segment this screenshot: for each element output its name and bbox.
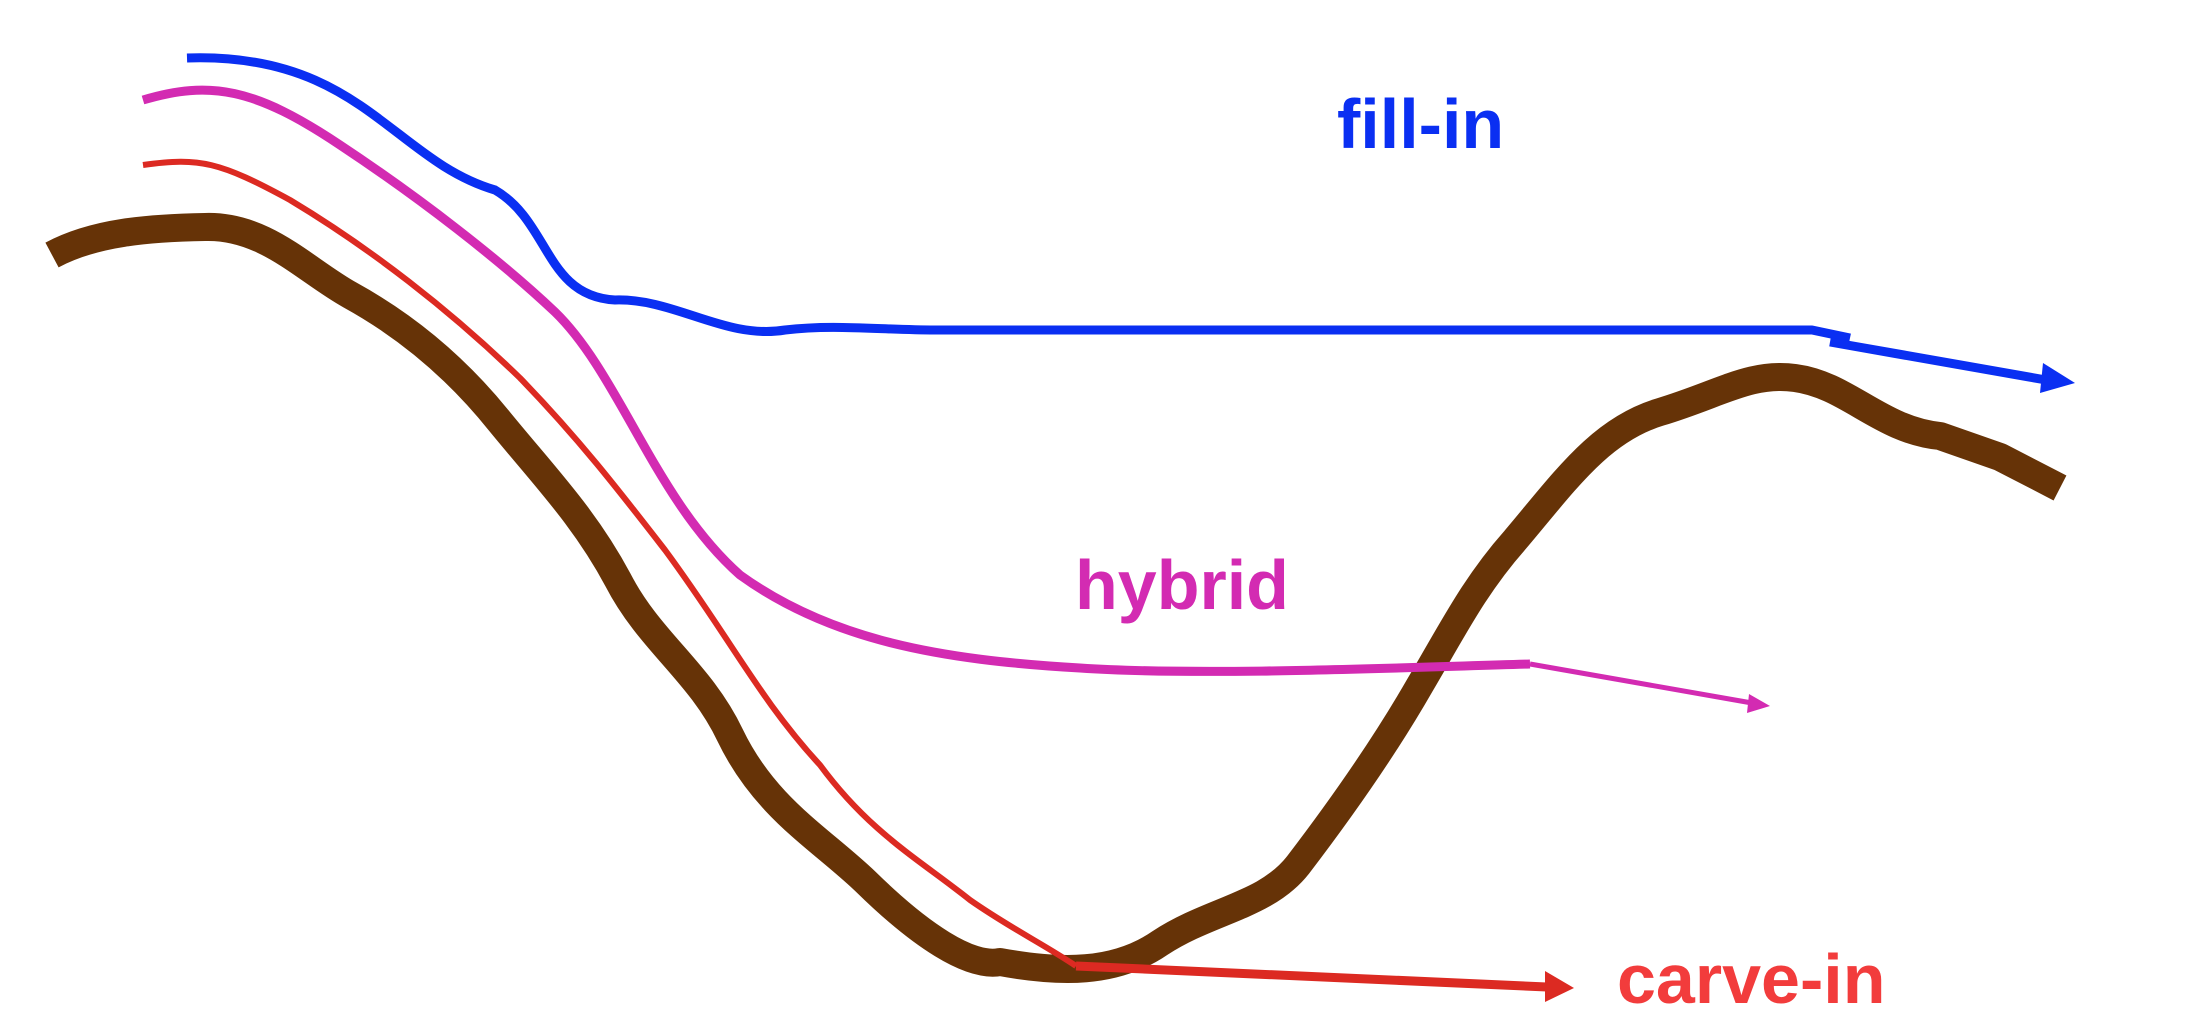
- terrain-profile: [45, 212, 2067, 983]
- carve-in-route: [142, 158, 1078, 969]
- hybrid-route: [141, 85, 1531, 676]
- hybrid-label: hybrid: [1075, 546, 1289, 624]
- hybrid-arrow: [1529, 661, 1753, 706]
- fill-in-arrow: [1829, 337, 2047, 385]
- fill-in-route: [186, 53, 1851, 343]
- carve-in-label: carve-in: [1617, 940, 1885, 1018]
- carve-in-arrow: [1075, 961, 1548, 992]
- hybrid-arrowhead: [1747, 694, 1770, 713]
- fill-in-label: fill-in: [1337, 85, 1504, 163]
- carve-in-arrowhead: [1545, 971, 1574, 1002]
- fill-in-arrowhead: [2040, 363, 2075, 393]
